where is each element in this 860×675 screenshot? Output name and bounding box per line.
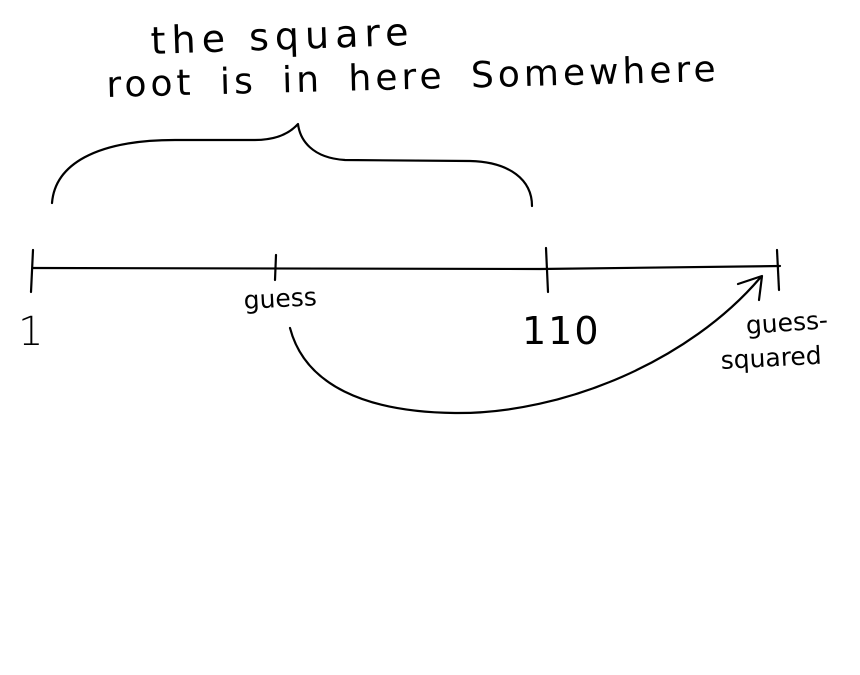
number-line [31,264,782,271]
tick-guess [273,253,278,282]
square-arrow-head [736,274,764,302]
square-arrow [288,276,762,415]
label-guess: guess [242,282,318,315]
caption-line-1: the square [149,9,416,63]
tick-guess-squared [775,248,781,292]
range-brace [50,122,534,208]
label-end: 110 [522,309,601,353]
tick-one [29,248,35,294]
label-guess-squared-line-1: guess- [744,305,829,340]
tick-110 [544,246,550,294]
label-start: 1 [18,309,44,355]
label-guess-squared-line-2: squared [719,340,823,375]
